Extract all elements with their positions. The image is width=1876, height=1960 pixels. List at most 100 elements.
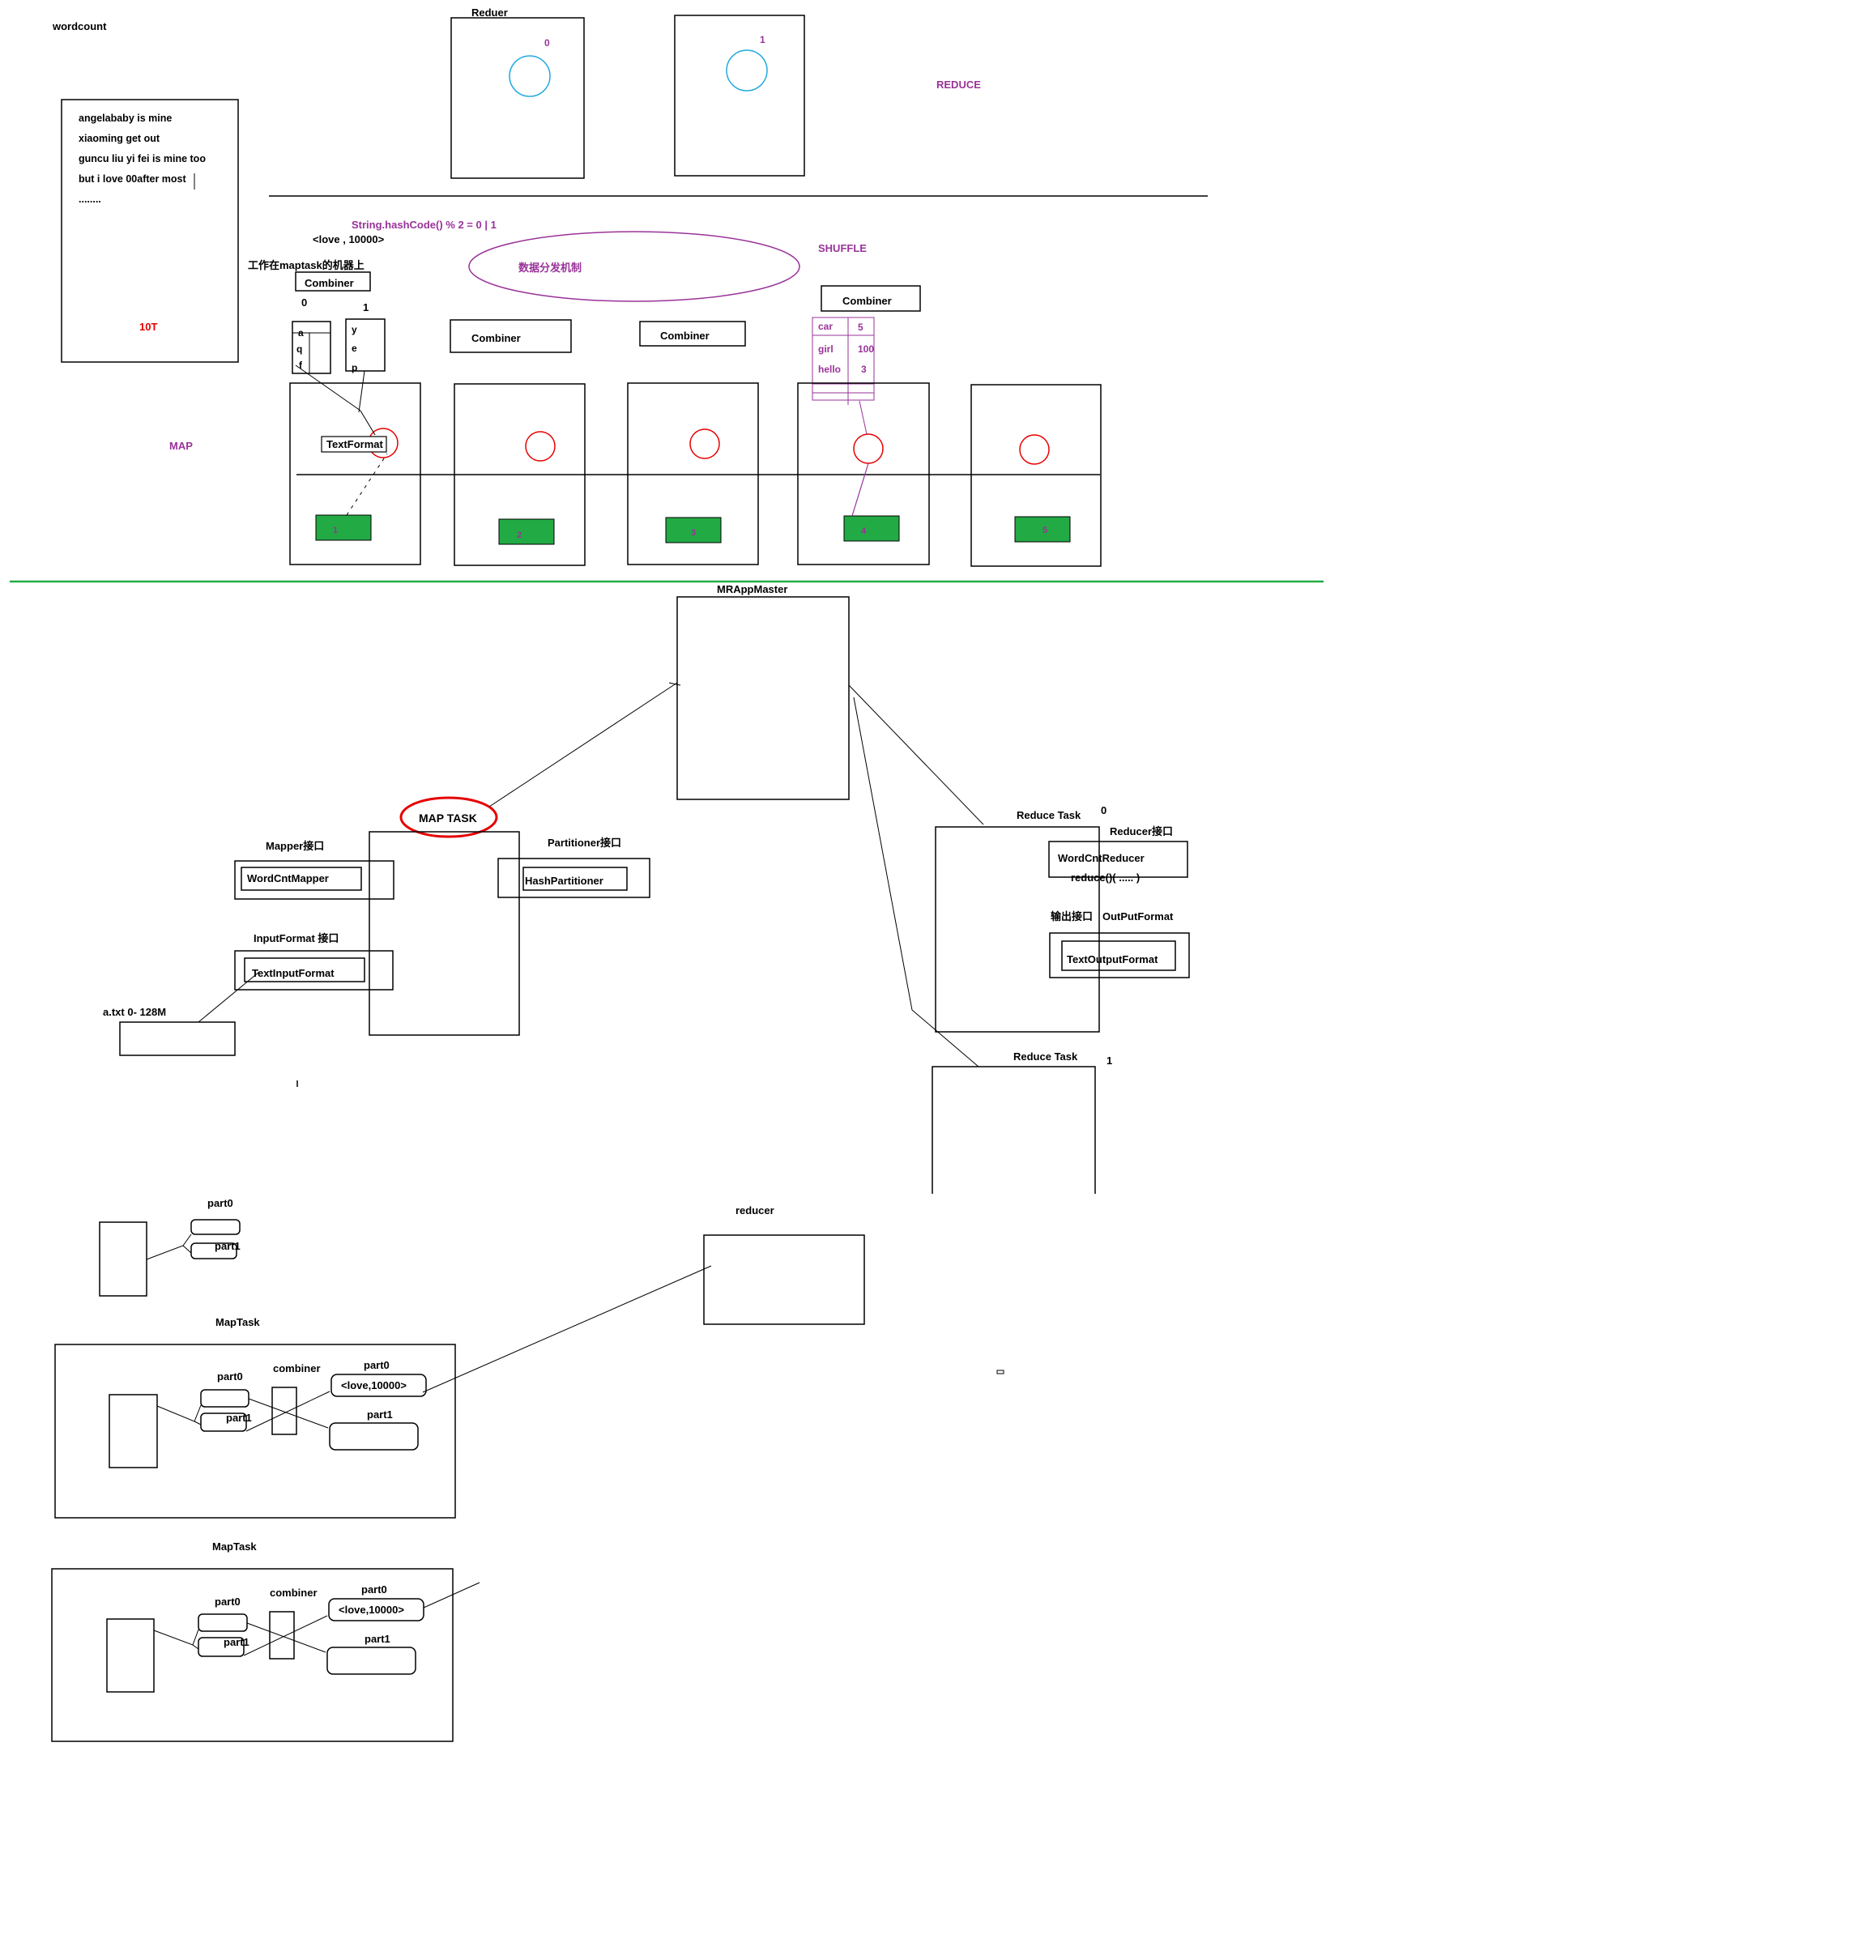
reduce-method-label: reduce()( ..... )	[1071, 871, 1140, 884]
maptask2-part1-label: part1	[224, 1636, 249, 1648]
input-line-2: xiaoming get out	[79, 133, 160, 144]
combiner-label-1: Combiner	[305, 277, 354, 289]
split-block-4	[843, 515, 900, 542]
combiner-table-key-1: car	[818, 321, 833, 332]
input-file-label: a.txt 0- 128M	[103, 1006, 166, 1018]
inputformat-impl-label: TextInputFormat	[252, 967, 335, 979]
maptask1-part0-label: part0	[217, 1370, 243, 1383]
maptask2-out-part1-label: part1	[365, 1633, 390, 1645]
combiner-box-3	[639, 321, 746, 347]
connector-mrappmaster-tick	[668, 682, 681, 686]
connector-map-to-circle	[360, 410, 376, 436]
split-block-2	[498, 518, 555, 545]
shuffle-ellipse	[468, 231, 800, 302]
maptask2-split-connector-b	[192, 1644, 199, 1650]
input-line-5: ........	[79, 194, 101, 205]
split-label-2: 2	[517, 530, 522, 540]
textformat-box	[321, 436, 387, 453]
map-box-1	[289, 382, 421, 565]
hash-formula: String.hashCode() % 2 = 0 | 1	[352, 219, 497, 231]
connector-split-to-circle	[346, 453, 388, 516]
sketch-connector-b	[182, 1245, 192, 1254]
mrappmaster-box	[676, 596, 850, 800]
reduce-task-0-index: 0	[1101, 804, 1106, 816]
map-phase-label: MAP	[169, 440, 193, 452]
partition-1-index: 1	[363, 301, 369, 313]
maptask2-out-part0-box	[328, 1598, 424, 1621]
partition-0-letter-3: f	[299, 360, 303, 371]
maptask1-combiner-box	[271, 1387, 297, 1435]
partitioner-interface-box	[497, 858, 650, 898]
connector-maptask1-to-reducer	[422, 1265, 712, 1393]
maptask1-out-part0-label: part0	[364, 1359, 390, 1371]
sketch-part0-box	[190, 1219, 241, 1235]
partition-1-letter-1: y	[352, 324, 357, 335]
combiner-table-key-2: girl	[818, 343, 834, 355]
textformat-label: TextFormat	[326, 438, 383, 450]
combiner-table-val-1: 5	[858, 322, 863, 333]
reduce-phase-label: REDUCE	[936, 79, 981, 91]
inputformat-impl-box	[244, 957, 365, 982]
map-circle-2	[525, 431, 556, 462]
map-circle-4	[853, 433, 884, 464]
maptask1-part1-to-output	[245, 1391, 330, 1432]
maptask2-part1-box	[198, 1637, 245, 1657]
maptask2-part0-to-combiner	[246, 1622, 326, 1653]
input-file-box	[61, 99, 239, 363]
maptask1-part1-box	[200, 1412, 247, 1432]
maptask2-split-connector	[153, 1629, 199, 1646]
reducer-0-index: 0	[544, 37, 550, 49]
maptask1-kv-label: <love,10000>	[341, 1379, 407, 1391]
reducer-impl-label: WordCntReducer	[1058, 852, 1145, 864]
maptask1-part0-to-combiner	[248, 1398, 329, 1429]
reducer-0-box	[450, 17, 585, 179]
combiner-label-2: Combiner	[471, 332, 521, 344]
map-box-4	[797, 382, 930, 565]
inputformat-interface-box	[234, 950, 394, 991]
split-label-4: 4	[861, 526, 867, 536]
combiner-box-1	[295, 271, 371, 292]
maptask2-combiner-label: combiner	[270, 1587, 318, 1599]
reduce-task-0-box	[935, 826, 1100, 1033]
combiner-table-val-2: 100	[858, 343, 874, 355]
input-line-4: but i love 00after most	[79, 173, 187, 185]
maptask1-out-part1-label: part1	[367, 1408, 393, 1421]
output-interface-label: 输出接口	[1051, 910, 1093, 922]
sketch-source-box	[99, 1221, 147, 1297]
connector-mrappmaster-to-reduce1	[853, 697, 913, 1011]
reduce-task-1-index: 1	[1106, 1055, 1112, 1067]
maptask1-split-connector	[156, 1404, 202, 1422]
combiner-table	[812, 317, 875, 401]
reduce-task-1-label: Reduce Task	[1013, 1050, 1078, 1063]
maptask-box	[369, 831, 520, 1036]
input-size: 10T	[139, 321, 157, 333]
combiner-box-2	[450, 319, 572, 353]
reducer-1-index: 1	[760, 34, 765, 45]
combiner-box-4	[821, 285, 921, 312]
partition-0-box	[292, 321, 331, 374]
maptask2-box	[51, 1568, 454, 1742]
reducer-0-circle	[509, 55, 551, 97]
map-circle-3	[689, 428, 720, 459]
input-line-1: angelababy is mine	[79, 113, 172, 124]
split-block-3	[665, 517, 722, 543]
split-block-1	[315, 514, 372, 541]
maptask2-out-part1-box	[326, 1647, 416, 1675]
split-label-1: 1	[333, 526, 338, 535]
connector-maptask-to-mrappmaster	[488, 682, 678, 807]
maptask1-combiner-label: combiner	[273, 1362, 321, 1374]
partition-1-letter-3: p	[352, 362, 357, 373]
partition-0-letter-1: a	[298, 327, 304, 339]
maptask2-label: MapTask	[212, 1540, 257, 1553]
maptask2-source-box	[106, 1618, 155, 1693]
reducer-interface-label: Reducer接口	[1110, 825, 1173, 837]
kv-example: <love , 10000>	[313, 233, 385, 245]
partition-1-letter-2: e	[352, 343, 357, 354]
maptask2-kv-label: <love,10000>	[339, 1604, 404, 1616]
outputformat-interface-box	[1049, 932, 1190, 978]
maptask2-part0-box	[198, 1613, 248, 1632]
inputformat-interface-label: InputFormat 接口	[254, 932, 339, 944]
mapper-impl-box	[241, 867, 362, 891]
outputformat-impl-box	[1061, 940, 1176, 971]
